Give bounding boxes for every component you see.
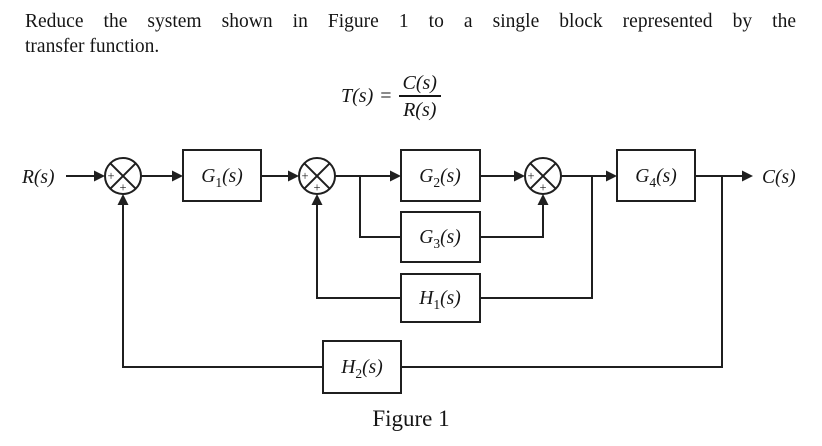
block-h1: H1(s) <box>400 273 481 323</box>
sum1-left-sign: + <box>107 169 114 183</box>
block-g3-box <box>400 211 481 263</box>
arrow-into-g2-icon <box>390 170 401 182</box>
block-g1-label: G1(s) <box>201 166 242 190</box>
arrow-into-sum1-icon <box>94 170 105 182</box>
arrow-g3-into-sum3-icon <box>537 194 549 205</box>
block-h2-label: H2(s) <box>340 357 382 381</box>
problem-statement: Reduce the system shown in Figure 1 to a… <box>25 9 796 59</box>
block-h1-box <box>400 273 481 323</box>
block-h1-label: H1(s) <box>418 288 460 312</box>
wire-branch-to-g3 <box>359 176 401 238</box>
block-g2-box <box>400 149 481 202</box>
summing-junction-2: + + <box>298 157 336 195</box>
sum3-cross-icon <box>529 162 557 190</box>
formula-fraction: C(s) R(s) <box>398 72 441 121</box>
input-signal-label: R(s) <box>21 167 55 188</box>
block-g3-label: G3(s) <box>419 227 460 251</box>
arrowheads <box>94 170 753 205</box>
transfer-function-formula: T(s) = C(s) R(s) <box>341 72 441 121</box>
block-h2-box <box>322 340 402 394</box>
block-h2: H2(s) <box>322 340 402 394</box>
formula-numerator: C(s) <box>402 72 437 94</box>
sum1-bottom-sign: + <box>119 181 126 195</box>
summing-junction-3: + + <box>524 157 562 195</box>
problem-statement-line2: transfer function. <box>25 36 160 57</box>
sum1-cross-icon <box>109 162 137 190</box>
formula-lhs: T(s) <box>341 85 374 107</box>
sum2-left-sign: + <box>301 169 308 183</box>
block-g4-box <box>616 149 696 202</box>
arrow-into-sum2-icon <box>288 170 299 182</box>
figure-caption: Figure 1 <box>372 406 450 431</box>
sum2-bottom-sign: + <box>313 181 320 195</box>
arrow-into-g1-icon <box>172 170 183 182</box>
summing-junction-1: + + <box>104 157 142 195</box>
wire-g3-to-sum3 <box>480 204 544 238</box>
wire-h2-to-sum1 <box>122 204 323 368</box>
block-g1-box <box>182 149 262 202</box>
arrow-h1-into-sum2-icon <box>311 194 323 205</box>
arrow-h2-into-sum1-icon <box>117 194 129 205</box>
block-g1: G1(s) <box>182 149 262 202</box>
block-g2: G2(s) <box>400 149 481 202</box>
wire-h1-to-sum2 <box>316 204 401 299</box>
sum3-bottom-sign: + <box>539 181 546 195</box>
formula-denominator: R(s) <box>403 99 437 121</box>
block-g4: G4(s) <box>616 149 696 202</box>
block-g3: G3(s) <box>400 211 481 263</box>
sum3-left-sign: + <box>527 169 534 183</box>
problem-statement-line1: Reduce the system shown in Figure 1 to a… <box>25 11 796 32</box>
wire-tap-to-h1 <box>480 176 593 299</box>
arrow-into-output-icon <box>742 170 753 182</box>
output-signal-label: C(s) <box>762 167 796 188</box>
arrow-into-g4-icon <box>606 170 617 182</box>
wire-tap-to-h2 <box>401 176 723 368</box>
formula-equals-sign: = <box>380 85 392 107</box>
wires <box>66 175 744 368</box>
block-g2-label: G2(s) <box>419 166 460 190</box>
fraction-bar <box>398 95 441 97</box>
arrow-into-sum3-icon <box>514 170 525 182</box>
block-g4-label: G4(s) <box>635 166 676 190</box>
sum2-cross-icon <box>303 162 331 190</box>
